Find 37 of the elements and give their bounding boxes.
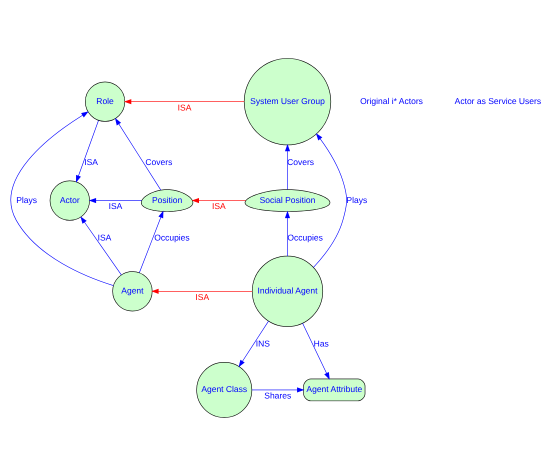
- arrow: [284, 210, 290, 256]
- node-circle: Agent: [112, 270, 152, 311]
- arrow: [238, 320, 269, 367]
- edge-label: Occupies: [154, 232, 190, 242]
- arrow: [114, 117, 162, 190]
- node-circle: Role: [85, 81, 126, 122]
- arrow: [252, 386, 304, 392]
- edge-label: Shares: [264, 390, 292, 400]
- arrow: [302, 322, 330, 380]
- edge-label: ISA: [212, 200, 226, 211]
- node-circle: Individual Agent: [252, 255, 324, 326]
- label: Actor as Service Users: [454, 95, 542, 106]
- arrow: [151, 288, 252, 294]
- node-circle: System User Group: [244, 58, 332, 145]
- edge-label: INS: [256, 338, 270, 348]
- edge-label: ISA: [195, 291, 210, 302]
- node-circle: Actor: [50, 180, 90, 220]
- arrow: [76, 120, 99, 182]
- arrow: [284, 144, 290, 190]
- arrow: [192, 198, 246, 203]
- node-box: Agent Attribute: [303, 378, 366, 401]
- arrow: [313, 132, 347, 268]
- label: Original i* Actors: [360, 95, 423, 106]
- edge-label: Plays: [16, 194, 38, 204]
- edge-label: ISA: [98, 232, 112, 242]
- edge-label: Plays: [346, 194, 368, 204]
- arrow: [124, 98, 244, 104]
- edge-label: ISA: [178, 102, 192, 112]
- arrow: [139, 210, 164, 273]
- arrow: [88, 198, 142, 203]
- edge-label: ISA: [84, 156, 98, 167]
- arrow: [80, 216, 122, 275]
- edge-label: Has: [314, 338, 329, 348]
- arrow: [10, 110, 114, 286]
- edge-label: Covers: [145, 156, 172, 167]
- node-circle: Agent Class: [196, 362, 252, 418]
- edge-label: ISA: [108, 200, 122, 211]
